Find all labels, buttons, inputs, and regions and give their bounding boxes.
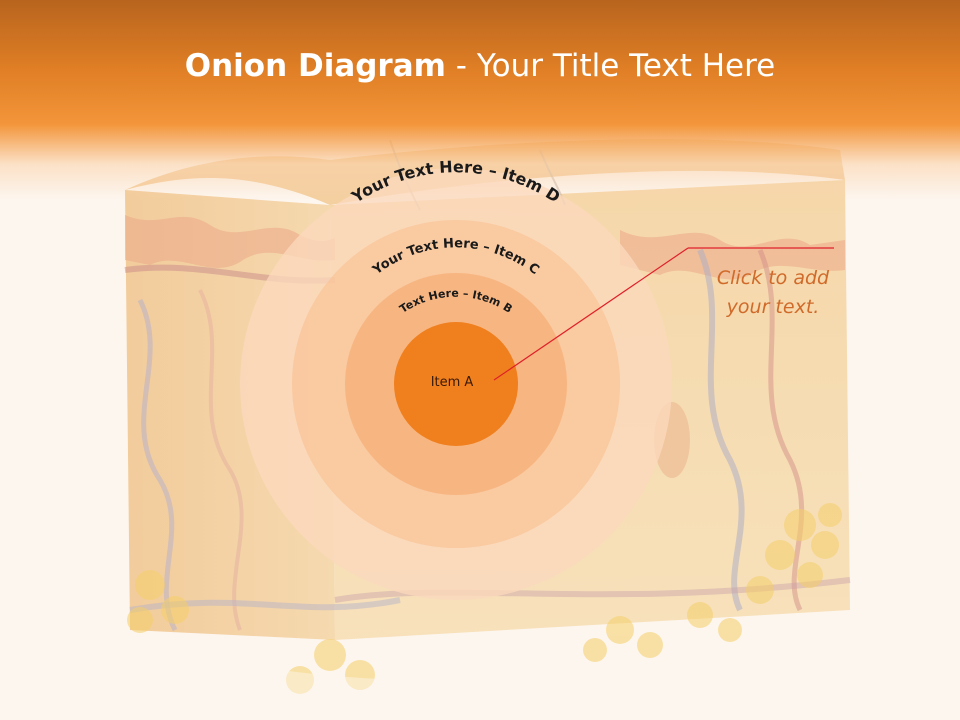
title-rest: - Your Title Text Here <box>445 48 776 84</box>
callout-text-box[interactable]: Click to add your text. <box>690 264 856 322</box>
label-item-a: Item A <box>431 375 474 390</box>
core-item-a[interactable] <box>394 322 518 446</box>
slide-title[interactable]: Onion Diagram - Your Title Text Here <box>0 48 960 84</box>
callout-line-diagonal <box>493 247 689 381</box>
callout-line-2: your text. <box>726 296 820 318</box>
header-band <box>0 0 960 200</box>
callout-line-1: Click to add <box>716 267 830 289</box>
title-bold: Onion Diagram <box>184 48 446 84</box>
